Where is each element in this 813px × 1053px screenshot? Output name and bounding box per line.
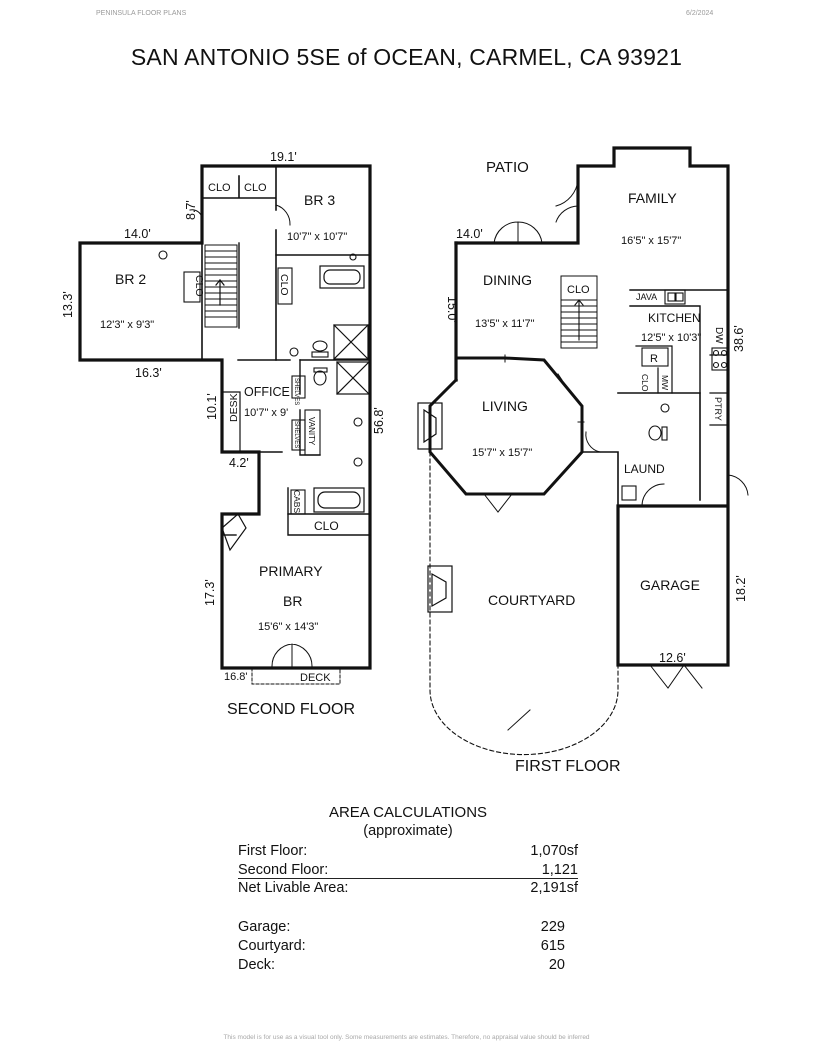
area-row-label: Second Floor:: [238, 862, 329, 878]
label-mw: MW: [660, 375, 670, 390]
room-primary-size: 15'6" x 14'3": [258, 621, 318, 633]
label-r: R: [650, 353, 658, 365]
plan-date: 6/2/2024: [686, 10, 714, 17]
label-java: JAVA: [636, 292, 657, 302]
page-title: SAN ANTONIO 5SE of OCEAN, CARMEL, CA 939…: [130, 44, 683, 70]
area-row-value: 2,191sf: [530, 880, 578, 896]
area-row-value: 229: [540, 919, 565, 935]
room-kitchen-name: KITCHEN: [648, 311, 701, 325]
room-office-name: OFFICE: [244, 385, 290, 399]
disclaimer-footer: This model is for use as a visual tool o…: [223, 1034, 590, 1041]
area-subtitle: (approximate): [363, 823, 453, 839]
area-sum-rule: [238, 878, 578, 879]
label-clo-ff: CLO: [567, 284, 590, 296]
dim-sf-top: 19.1': [270, 150, 297, 164]
room-br3-name: BR 3: [304, 192, 335, 208]
dim-step: 4.2': [229, 456, 249, 470]
caption-first-floor: FIRST FLOOR: [515, 758, 621, 775]
label-cabs: CABS: [292, 490, 302, 513]
fireplaces-first-floor: [417, 402, 453, 613]
dim-dining-side: 15.0': [445, 296, 459, 323]
dim-dining-top: 14.0': [456, 227, 483, 241]
room-courtyard: COURTYARD: [488, 592, 575, 608]
area-row-label: Courtyard:: [238, 938, 306, 954]
label-ptry: PTRY: [713, 397, 723, 421]
second-floor-walls: [78, 164, 372, 670]
tub-primary: [313, 487, 365, 513]
room-br3-size: 10'7" x 10'7": [287, 231, 347, 243]
dim-ff-total: 38.6': [732, 325, 746, 352]
area-row-label: Net Livable Area:: [238, 880, 349, 896]
fireplace-primary: [221, 513, 247, 552]
dim-br2-side: 13.3': [61, 291, 75, 318]
room-laund: LAUND: [624, 462, 665, 476]
dim-br2-bottom: 16.3': [135, 366, 162, 380]
area-title: AREA CALCULATIONS: [328, 804, 488, 821]
caption-second-floor: SECOND FLOOR: [227, 701, 355, 718]
label-clo-kitchen: CLO: [640, 374, 650, 392]
room-kitchen-size: 12'5" x 10'3": [641, 332, 701, 344]
room-primary-name-2: BR: [283, 593, 302, 609]
area-row-value: 20: [548, 957, 565, 973]
room-dining-name: DINING: [483, 272, 532, 288]
stairs-second-floor: [204, 244, 238, 328]
dim-sf-total: 56.8': [372, 407, 386, 434]
label-shelves-2: SHELVES: [293, 421, 299, 448]
label-deck: DECK: [300, 672, 331, 684]
room-living-size: 15'7" x 15'7": [472, 447, 532, 459]
plumbing-second-floor: [158, 250, 363, 467]
area-row-value: 1,070sf: [530, 843, 578, 859]
room-br2-size: 12'3" x 9'3": [100, 319, 154, 331]
label-clo-br3: CLO: [278, 274, 290, 296]
plumbing-first-floor: [648, 403, 670, 441]
built-ins-second-floor: [183, 267, 321, 515]
room-dining-size: 13'5" x 11'7": [475, 318, 535, 330]
room-living-name: LIVING: [482, 398, 528, 414]
label-desk: DESK: [228, 393, 240, 422]
room-office-size: 10'7" x 9': [244, 407, 288, 419]
doors-first-floor: [483, 179, 749, 731]
tub-br3: [319, 265, 365, 289]
area-row-label: Deck:: [238, 957, 276, 973]
showers: [333, 324, 370, 395]
label-vanity: VANITY: [307, 417, 316, 446]
room-family-size: 16'5" x 15'7": [621, 235, 681, 247]
label-dw: DW: [713, 327, 724, 344]
dim-primary-side: 17.3': [203, 579, 217, 606]
dim-office-side: 10.1': [205, 393, 219, 420]
living-dining-opening: [455, 357, 545, 361]
dim-sf-br3-stub: 8.7': [184, 200, 198, 220]
label-shelves-1: SHELVES: [293, 378, 299, 405]
room-primary-name-1: PRIMARY: [259, 563, 323, 579]
first-floor-walls: [428, 146, 730, 667]
room-patio: PATIO: [486, 159, 529, 176]
deck-outline: [251, 667, 341, 685]
label-clo-primary: CLO: [314, 519, 339, 533]
room-br2-name: BR 2: [115, 271, 146, 287]
dim-garage-front: 12.6': [659, 651, 686, 665]
room-family-name: FAMILY: [628, 190, 677, 206]
room-garage: GARAGE: [640, 577, 700, 593]
floor-plan-drawing: 19.1' 8.7' 14.0' 13.3' 16.3' 10.1' 4.2' …: [61, 146, 749, 775]
label-clo-2: CLO: [244, 182, 267, 194]
doors-second-floor: [189, 204, 313, 667]
courtyard-outline: [429, 451, 619, 756]
area-row-label: First Floor:: [238, 843, 308, 859]
dim-garage-side: 18.2': [734, 575, 748, 602]
area-row-label: Garage:: [238, 919, 291, 935]
dim-sf-bottom: 16.8': [224, 671, 248, 683]
label-clo-1: CLO: [208, 182, 231, 194]
dim-br2-top: 14.0': [124, 227, 151, 241]
area-row-value: 1,121: [541, 862, 578, 878]
company-name: PENINSULA FLOOR PLANS: [96, 10, 187, 17]
label-clo-br2: CLO: [193, 275, 205, 297]
stairs-first-floor: [560, 275, 598, 349]
area-row-value: 615: [540, 938, 565, 954]
kitchen-appliances: [621, 289, 729, 501]
